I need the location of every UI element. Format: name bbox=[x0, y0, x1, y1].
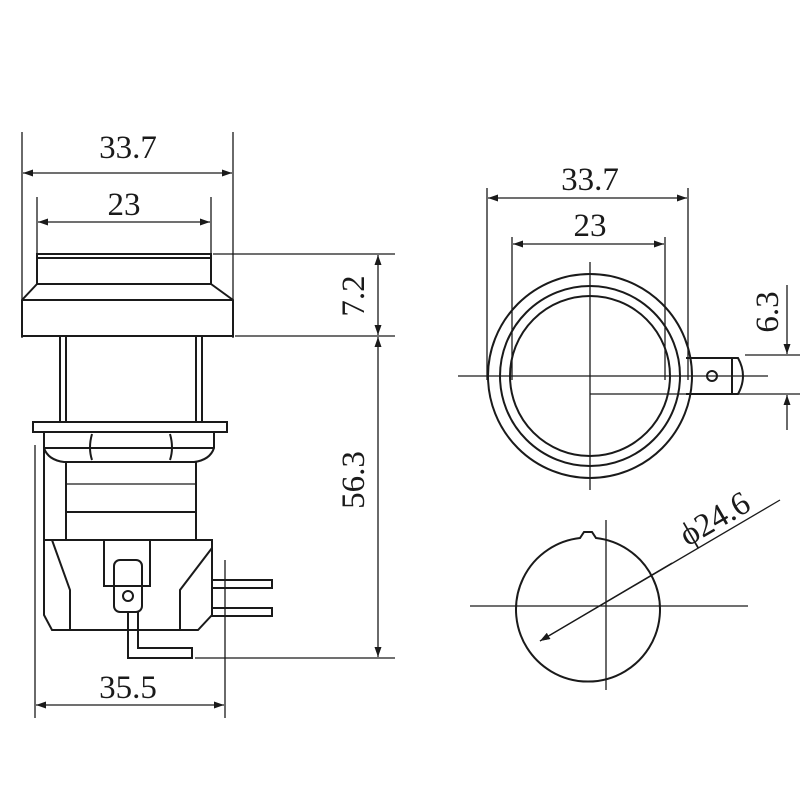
plunger-stem bbox=[59, 336, 203, 422]
button-cap bbox=[21, 253, 234, 337]
terminal-pin bbox=[211, 579, 273, 589]
dim-label-top-view-inner: 23 bbox=[574, 208, 607, 244]
dim-label-diameter: ϕ24.6 bbox=[673, 485, 756, 554]
dim-label-terminal-offset: 6.3 bbox=[750, 291, 786, 332]
dim-label-base-width: 35.5 bbox=[99, 670, 157, 706]
dim-label-body-height: 56.3 bbox=[336, 451, 372, 509]
cutout-view: ϕ24.6 bbox=[470, 485, 781, 690]
dim-label-top-width: 33.7 bbox=[99, 130, 157, 166]
dim-label-cap-height: 7.2 bbox=[336, 275, 372, 316]
cutout-circle bbox=[515, 531, 661, 683]
dim-label-cap-width: 23 bbox=[108, 187, 141, 223]
dim-label-top-view-width: 33.7 bbox=[561, 162, 619, 198]
cutout-centerlines bbox=[470, 520, 748, 690]
side-view: 33.7 23 7.2 56.3 35.5 bbox=[21, 130, 395, 718]
dim-line-diameter bbox=[539, 562, 673, 642]
threaded-body bbox=[65, 461, 197, 540]
switch-housing bbox=[43, 539, 273, 659]
terminal-hole bbox=[122, 590, 134, 602]
terminal-pin bbox=[211, 607, 273, 617]
mounting-nut bbox=[32, 421, 228, 540]
top-view-centerlines bbox=[458, 262, 768, 490]
top-view: 33.7 23 6.3 bbox=[458, 162, 800, 490]
